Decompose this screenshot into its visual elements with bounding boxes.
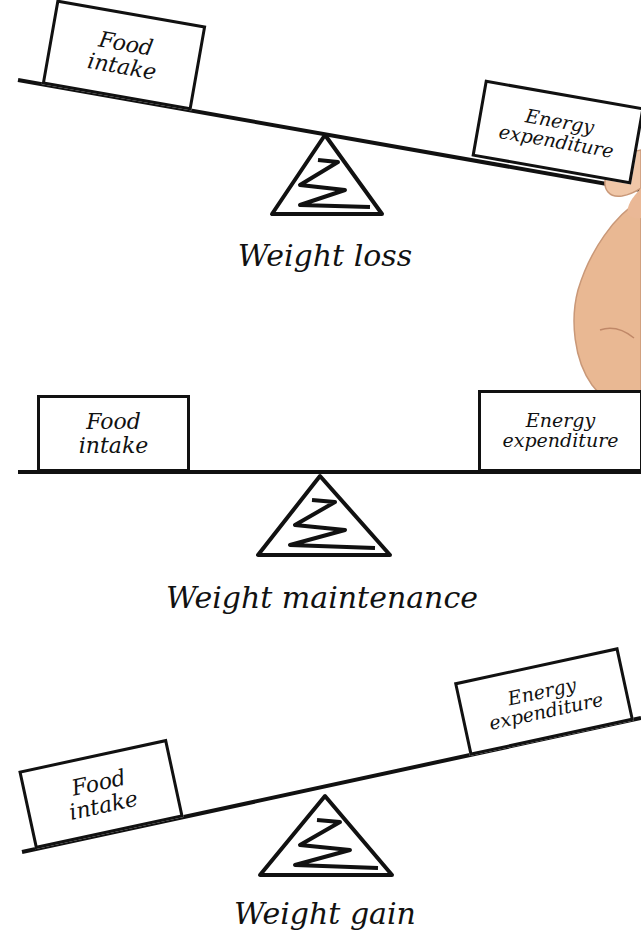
box-label: Energy expenditure	[466, 666, 621, 737]
energy-box: Energy expenditure	[471, 80, 641, 185]
food-box: Food intake	[42, 0, 207, 111]
fulcrum	[260, 796, 392, 875]
seesaw-caption: Weight maintenance	[166, 580, 478, 615]
fulcrum	[272, 135, 382, 214]
energy-box: Energy expenditure	[454, 647, 634, 756]
seesaw-caption: Weight loss	[238, 238, 412, 273]
seesaw-caption: Weight gain	[234, 896, 416, 931]
food-box: Food intake	[37, 395, 190, 472]
box-label: Food intake	[76, 24, 173, 85]
food-box: Food intake	[18, 739, 183, 849]
hand-illustration	[574, 150, 641, 418]
fulcrum	[258, 476, 390, 555]
box-label: Food intake	[52, 762, 150, 826]
box-label: Food intake	[69, 410, 159, 456]
energy-box: Energy expenditure	[478, 390, 641, 472]
box-label: Energy expenditure	[481, 99, 636, 164]
box-label: Energy expenditure	[486, 411, 636, 451]
